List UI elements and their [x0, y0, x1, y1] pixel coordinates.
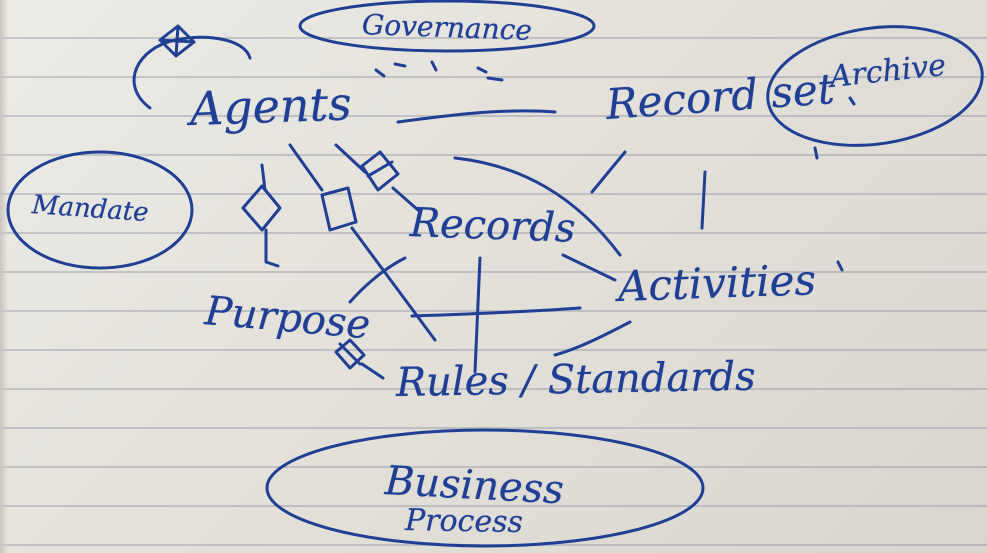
- agents-purpose-link: [260, 163, 280, 268]
- agents-rules-link: [288, 143, 437, 342]
- purpose-rules-diamond: [334, 338, 366, 370]
- purpose-activities-link: [410, 306, 582, 318]
- records-label: Records: [409, 200, 577, 252]
- governance-dots: [374, 60, 504, 82]
- loop-diamond-marker: [158, 24, 196, 58]
- mandate-ellipse: [6, 150, 194, 270]
- activities-label: Activities: [617, 255, 817, 311]
- agents-recordset-link: [396, 109, 557, 124]
- business-process-ellipse: [265, 428, 705, 548]
- recordset-activities-link: [700, 170, 707, 230]
- agents-purpose-diamond: [241, 184, 282, 232]
- governance-ellipse: [298, 0, 596, 53]
- agents-label: Agents: [189, 76, 353, 136]
- purpose-rules-link: [360, 362, 385, 380]
- agents-records-link: [334, 143, 420, 212]
- agents-records-diamond: [360, 150, 400, 192]
- archive-ellipse: [766, 25, 984, 147]
- recordset-records-link: [590, 150, 627, 194]
- agents-rules-diamond: [320, 186, 358, 232]
- agents-activities-curve: [453, 156, 622, 257]
- records-activities-link: [561, 253, 617, 282]
- governance-label: Governance: [361, 8, 533, 47]
- activities-dashes: [813, 96, 856, 272]
- activities-rules-link: [553, 320, 632, 357]
- process-label: Process: [404, 503, 524, 541]
- records-purpose-link: [348, 256, 407, 304]
- rules-standards-label: Rules / Standards: [395, 353, 756, 406]
